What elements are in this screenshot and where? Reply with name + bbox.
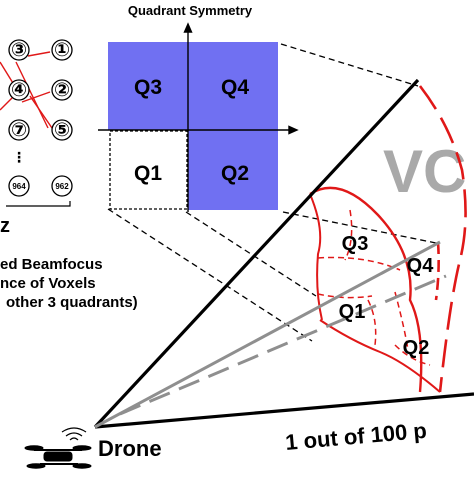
quadrant-label-q3: Q3 (134, 76, 162, 99)
beam-edges (93, 78, 474, 429)
beam-sector-red (309, 85, 467, 393)
quadrant-q2-fill (188, 130, 278, 210)
beam-label-q2: Q2 (403, 337, 430, 359)
caption-line-2: nce of Voxels (0, 275, 96, 292)
beam-label-q4: Q4 (407, 255, 435, 277)
quadrant-q4-fill (188, 42, 278, 130)
voxel-list-bracket (6, 201, 71, 207)
voxel-node-5: ⑤ (54, 120, 70, 141)
voxel-node-1: ① (54, 40, 70, 61)
voxel-node-964: 964 (12, 182, 26, 191)
projection-lines (107, 43, 437, 342)
drone-label: Drone (98, 436, 162, 461)
caption-line-1: ed Beamfocus (0, 256, 103, 273)
beam-axes-gray (94, 240, 447, 429)
quadrant-axes (98, 22, 299, 212)
voxel-node-circles (8, 39, 73, 197)
quadrant-panel-title: Quadrant Symmetry (128, 3, 253, 18)
quadrant-q3-fill (108, 42, 188, 130)
voxel-node-3: ③ (11, 40, 27, 61)
beam-wedge: VC Q3 Q4 Q1 Q2 (93, 78, 474, 429)
beam-voxel-text: VC (383, 138, 466, 205)
quadrant-label-q4: Q4 (221, 76, 249, 99)
caption-block: ed Beamfocus nce of Voxels other 3 quadr… (0, 256, 138, 311)
voxel-node-2: ② (54, 80, 70, 101)
beam-label-q1: Q1 (339, 301, 366, 323)
quadrant-label-q1: Q1 (134, 162, 162, 185)
caption-line-3: other 3 quadrants) (6, 294, 138, 311)
voxel-index-list: ③ ① ④ ② ⑦ ⑤ ⋮ 964 962 z (0, 39, 73, 237)
quadrant-label-q2: Q2 (221, 162, 249, 185)
quadrant-panel: Quadrant Symmetry Q3 Q4 Q1 Q2 (98, 3, 299, 212)
voxel-list-marker: z (0, 215, 10, 237)
drone-icon (24, 427, 92, 469)
beam-footer-label: 1 out of 100 p (284, 418, 427, 455)
voxel-ellipsis: ⋮ (12, 149, 26, 165)
voxel-node-7: ⑦ (11, 120, 27, 141)
voxel-node-4: ④ (11, 80, 27, 101)
quadrant-q1-outline (109, 130, 188, 210)
voxel-node-962: 962 (55, 182, 69, 191)
beam-label-q3: Q3 (342, 233, 369, 255)
